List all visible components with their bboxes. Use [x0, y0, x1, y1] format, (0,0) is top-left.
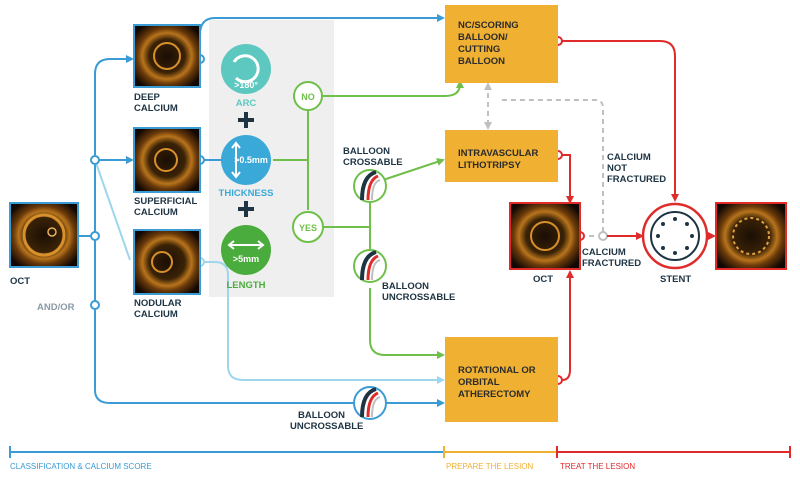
thickness-criterion: >0.5mm THICKNESS	[219, 135, 274, 199]
arc-criterion: >180° ARC	[221, 44, 271, 109]
intravascular-lithotripsy-box: INTRAVASCULAR LITHOTRIPSY	[445, 130, 558, 182]
balloon-crossable-label: BALLOON CROSSABLE	[343, 146, 403, 168]
deep-calcium-label: DEEP CALCIUM	[134, 92, 178, 114]
nc-scoring-balloon-box: NC/SCORING BALLOON/ CUTTING BALLOON	[445, 5, 558, 83]
length-label: LENGTH	[226, 280, 265, 291]
superficial-calcium-image	[133, 127, 201, 193]
length-value: >5mm	[233, 254, 259, 264]
arc-value: >180°	[234, 80, 258, 90]
balloon-uncrossable-icon	[353, 249, 387, 283]
length-criterion: >5mm LENGTH	[221, 225, 271, 291]
balloon-uncrossable-label: BALLOON UNCROSSABLE	[382, 281, 455, 303]
thickness-value: >0.5mm	[234, 155, 268, 165]
phase-prepare-label: PREPARE THE LESION	[446, 462, 534, 471]
svg-text:NC/SCORING BALLOON/: NC/SCORING BALLOON/ CUTTING BALLOON	[458, 20, 521, 67]
calcium-not-fractured-label: CALCIUM NOT FRACTURED	[607, 152, 666, 185]
svg-text:ROTATIONAL OR ORBITAL: ROTATIONAL OR ORBITAL ATHERECTOMY	[458, 365, 538, 400]
stent-icon	[641, 202, 709, 270]
nodular-calcium-label: NODULAR CALCIUM	[134, 298, 184, 320]
oct-followup-image	[509, 202, 581, 270]
balloon-crossable-icon	[353, 169, 387, 203]
decision-connectors	[273, 80, 464, 359]
deep-calcium-image	[133, 24, 201, 88]
balloon-uncrossable-bottom-icon	[353, 386, 387, 420]
svg-text:NO: NO	[301, 92, 315, 102]
and-or-label: AND/OR	[37, 302, 75, 313]
phase-timeline	[9, 446, 791, 458]
nodular-calcium-image	[133, 229, 201, 295]
stent-result-image	[715, 202, 787, 270]
oct-followup-label: OCT	[533, 274, 553, 285]
no-decision: NO	[293, 81, 323, 111]
phase-treat-label: TREAT THE LESION	[560, 462, 635, 471]
oct-input-image	[9, 202, 79, 268]
stent-label: STENT	[660, 274, 691, 285]
calcium-fractured-label: CALCIUM FRACTURED	[582, 247, 641, 269]
phase-classification-label: CLASSIFICATION & CALCIUM SCORE	[10, 462, 152, 471]
arc-label: ARC	[236, 98, 257, 109]
atherectomy-box: ROTATIONAL OR ORBITAL ATHERECTOMY	[445, 337, 558, 422]
yes-decision: YES	[292, 211, 324, 243]
plus-icon	[238, 112, 254, 128]
plus-icon	[238, 201, 254, 217]
svg-text:YES: YES	[299, 223, 317, 233]
thickness-label: THICKNESS	[219, 188, 274, 199]
superficial-calcium-label: SUPERFICIAL CALCIUM	[134, 196, 200, 218]
oct-input-label: OCT	[10, 276, 30, 287]
balloon-uncrossable-bottom-label: BALLOON UNCROSSABLE	[290, 410, 363, 432]
svg-text:INTRAVASCULAR LITHOTRIPS: INTRAVASCULAR LITHOTRIPSY	[458, 148, 541, 171]
